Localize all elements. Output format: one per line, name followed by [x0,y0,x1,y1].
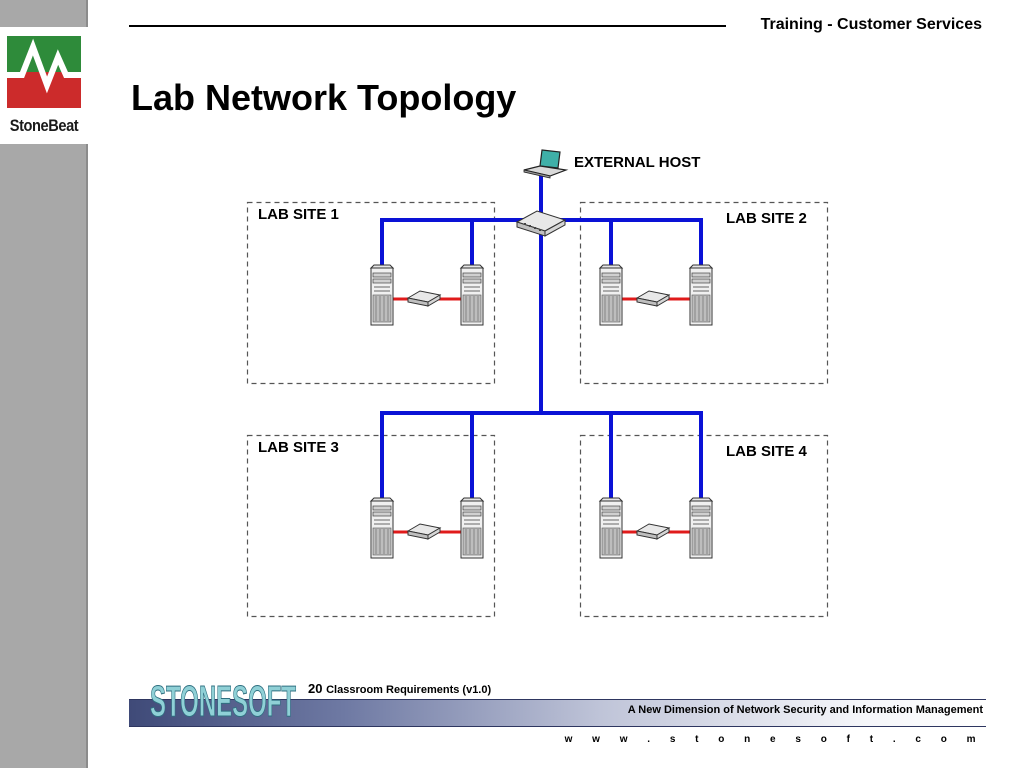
site-4-server-a [599,497,623,559]
external-host-label: EXTERNAL HOST [574,154,701,171]
lab-site-1-label: LAB SITE 1 [258,206,339,223]
footer-band [129,699,986,727]
site-1-hub-icon [407,290,441,307]
page-title: Lab Network Topology [131,77,517,118]
lab-site-4-label: LAB SITE 4 [726,443,807,460]
header-rule [129,25,726,27]
document-title: Classroom Requirements (v1.0) [326,684,492,696]
lab-site-3-box [246,434,496,618]
lab-site-3-label: LAB SITE 3 [258,439,339,456]
site-1-server-a [370,264,394,326]
central-hub-icon [515,210,567,237]
lab-site-2-label: LAB SITE 2 [726,210,807,227]
page-number: 20 [308,681,323,696]
training-label: Training - Customer Services [760,16,982,33]
external-host-laptop-icon [523,149,569,179]
site-3-server-b [460,497,484,559]
site-3-hub-icon [407,523,441,540]
stonesoft-logo: STONESOFT [150,677,297,723]
site-1-server-b [460,264,484,326]
site-2-server-a [599,264,623,326]
site-4-hub-icon [636,523,670,540]
site-2-server-b [689,264,713,326]
lab-site-1-box [246,201,496,385]
footer-page-info: 20 Classroom Requirements (v1.0) [308,681,491,696]
lab-site-2-box [579,201,829,385]
site-4-server-b [689,497,713,559]
stonebeat-wordmark: StoneBeat [9,116,79,135]
site-2-hub-icon [636,290,670,307]
stonesoft-wordmark: STONESOFT [150,677,296,722]
stonebeat-emblem-icon [7,36,81,108]
site-3-server-a [370,497,394,559]
footer-tagline: A New Dimension of Network Security and … [627,704,983,716]
footer-website: w w w . s t o n e s o f t . c o m [564,734,984,745]
logo-pulse-line [7,38,81,94]
lab-site-4-box [579,434,829,618]
stonebeat-logo [0,27,88,144]
